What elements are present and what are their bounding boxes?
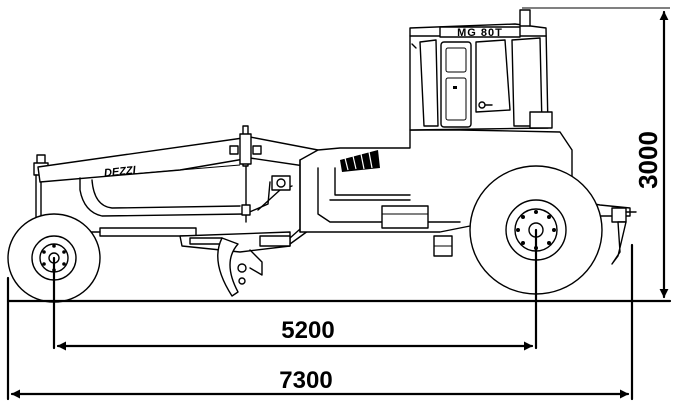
blade-assembly bbox=[59, 221, 313, 297]
model-badge: MG 80T bbox=[457, 27, 503, 39]
height-dimension-label: 3000 bbox=[633, 131, 663, 189]
grader-drawing: DEZZI bbox=[7, 9, 637, 303]
overall-length-dimension-label: 7300 bbox=[279, 367, 332, 394]
brand-logo: DEZZI bbox=[103, 164, 137, 179]
lift-mast bbox=[229, 125, 293, 223]
rear-ripper bbox=[611, 207, 637, 265]
wheelbase-dimension-label: 5200 bbox=[281, 317, 334, 344]
operator-cab: MG 80T bbox=[409, 9, 553, 131]
brand-logo-text: DEZZI bbox=[103, 164, 137, 179]
dimension-lines: 3000 5200 7300 bbox=[6, 7, 672, 401]
